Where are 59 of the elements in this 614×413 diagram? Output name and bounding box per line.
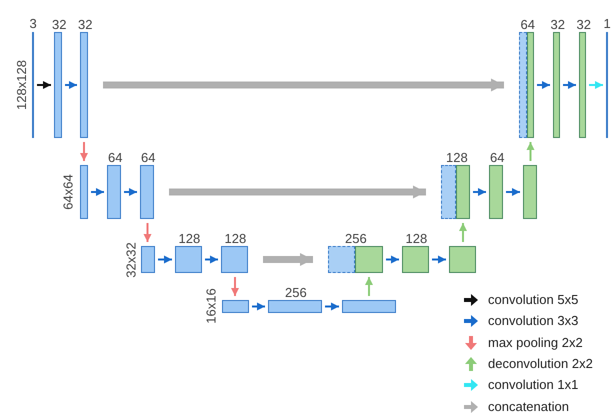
feature-map-bar — [449, 246, 476, 273]
channel-count: 64 — [520, 18, 535, 32]
channel-count: 32 — [576, 18, 591, 32]
channel-count: 32 — [550, 18, 565, 32]
channel-count: 64 — [141, 151, 156, 165]
arrow — [263, 253, 313, 266]
channel-count: 64 — [108, 151, 122, 165]
arrow — [91, 188, 104, 196]
size-label: 64x64 — [61, 174, 76, 210]
arrow — [432, 256, 446, 264]
arrow — [537, 81, 550, 89]
arrow — [526, 142, 534, 161]
arrow — [144, 223, 152, 242]
channel-count: 3 — [30, 17, 37, 31]
arrow — [473, 188, 486, 196]
channel-count: 32 — [52, 18, 66, 32]
legend-label: convolution 3x3 — [488, 313, 578, 328]
legend-label: convolution 5x5 — [488, 292, 578, 307]
arrow — [37, 81, 51, 89]
size-label: 16x16 — [204, 288, 218, 324]
feature-map-bar — [523, 165, 537, 219]
channel-count: 128 — [178, 232, 200, 246]
arrow — [365, 277, 373, 296]
channel-count: 256 — [345, 232, 367, 246]
arrow — [325, 302, 339, 310]
size-label: 128x128 — [14, 60, 29, 110]
legend-label: deconvolution 2x2 — [488, 356, 593, 371]
feature-map-bar — [342, 300, 396, 313]
arrow — [459, 223, 467, 242]
legend-label: concatenation — [488, 398, 569, 413]
arrow — [80, 142, 88, 161]
legend-label: max pooling 2x2 — [488, 334, 583, 350]
channel-count: 128 — [406, 232, 428, 246]
channel-count: 32 — [78, 18, 92, 32]
arrow — [252, 302, 265, 310]
feature-map-bar — [222, 300, 249, 313]
channel-count: 1 — [604, 17, 611, 31]
arrow — [231, 277, 239, 296]
arrow — [506, 188, 520, 196]
feature-map-bar — [141, 246, 155, 273]
feature-map-bar — [519, 32, 527, 138]
arrow — [158, 256, 172, 264]
channel-count: 128 — [224, 232, 246, 246]
arrow — [589, 81, 603, 89]
arrow — [169, 186, 426, 198]
feature-map-bar — [80, 165, 88, 219]
arrow — [563, 81, 576, 89]
arrow — [103, 78, 504, 92]
legend-label: convolution 1x1 — [488, 377, 578, 392]
feature-map-bar — [328, 246, 355, 273]
arrow — [386, 256, 399, 264]
channel-count: 64 — [490, 151, 504, 165]
channel-count: 128 — [446, 151, 468, 165]
arrow — [65, 81, 77, 89]
arrow — [124, 188, 137, 196]
channel-count: 256 — [285, 286, 307, 300]
arrow — [205, 256, 218, 264]
size-label: 32x32 — [124, 242, 138, 278]
feature-map-bar — [441, 165, 456, 219]
